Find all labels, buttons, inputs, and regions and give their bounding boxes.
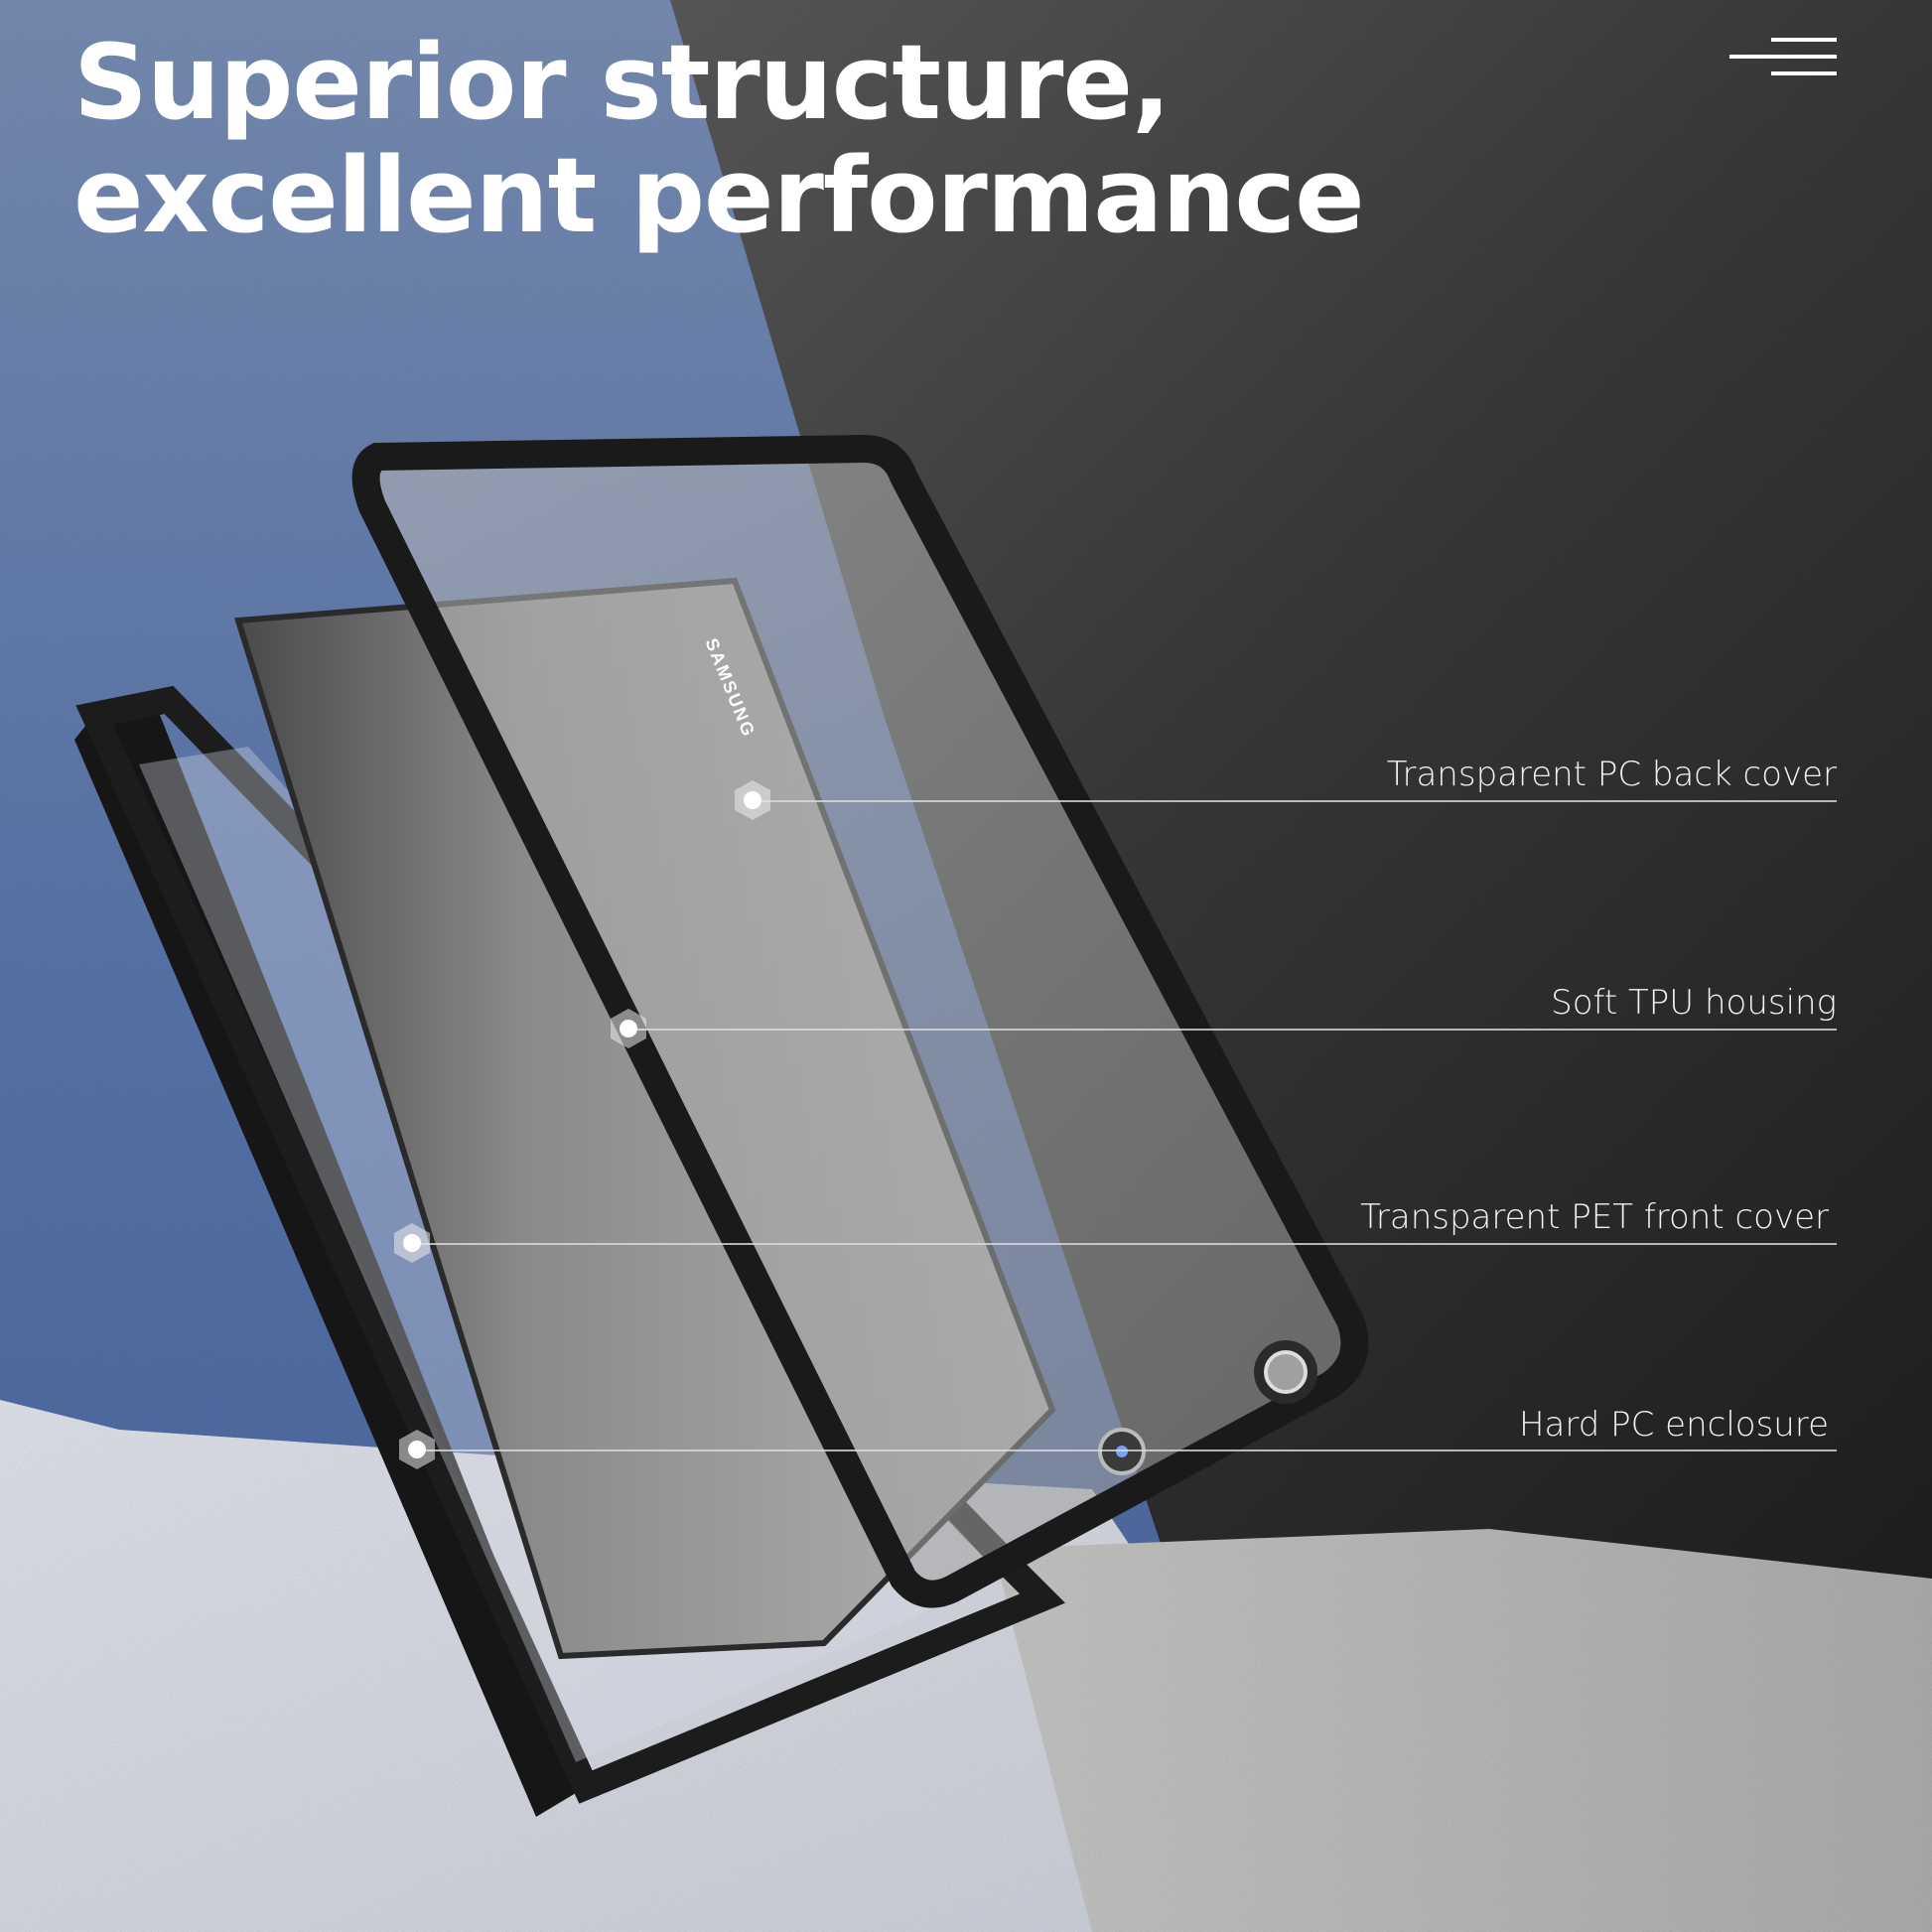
hexagon-marker-icon — [399, 1430, 435, 1469]
callout-line-enclosure — [417, 1449, 1837, 1451]
callout-label-front-cover: Transparent PET front cover — [1360, 1197, 1829, 1237]
hexagon-marker-icon — [735, 780, 770, 820]
hamburger-menu-icon[interactable] — [1727, 38, 1837, 81]
hexagon-marker-icon — [611, 1009, 646, 1048]
hexagon-marker-icon — [394, 1223, 430, 1263]
back-cover-graphic — [351, 434, 1369, 1608]
page-heading: Superior structure, excellent performanc… — [73, 22, 1365, 256]
callout-label-tpu-housing: Soft TPU housing — [1551, 983, 1837, 1023]
heading-line-1: Superior structure, — [73, 22, 1171, 143]
callout-label-back-cover: Transparent PC back cover — [1386, 755, 1837, 794]
callout-label-enclosure: Hard PC enclosure — [1518, 1405, 1829, 1445]
callout-line-tpu-housing — [628, 1029, 1837, 1031]
heading-line-2: excellent performance — [73, 135, 1365, 256]
callout-line-front-cover — [412, 1243, 1837, 1245]
callout-line-back-cover — [753, 800, 1837, 802]
